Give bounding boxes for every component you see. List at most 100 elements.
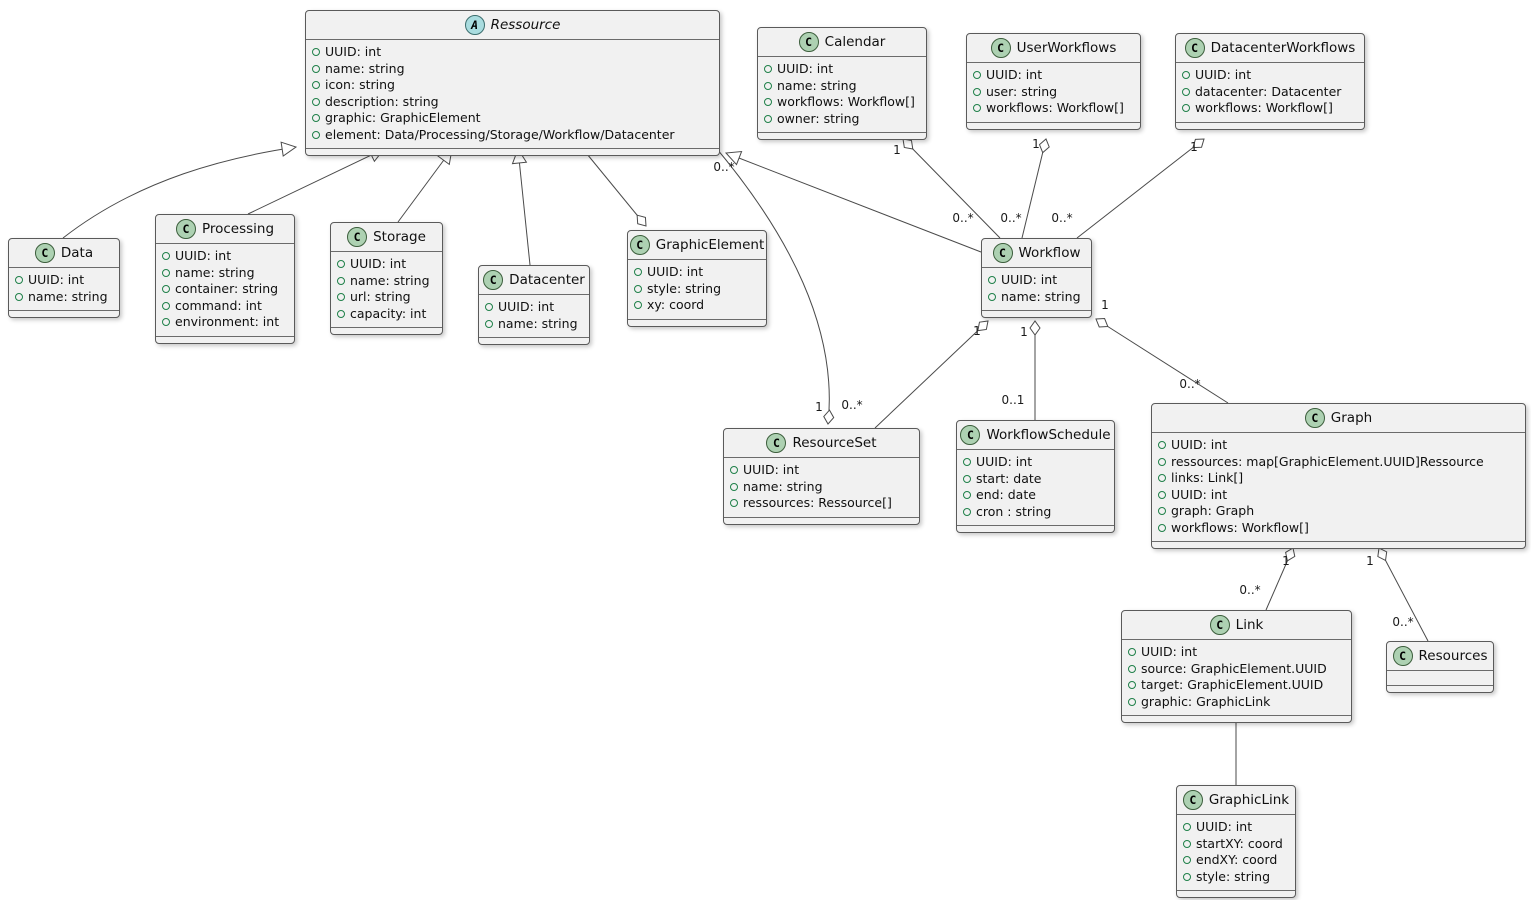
class-name: UserWorkflows: [1016, 40, 1117, 56]
workflow-resourceset-from-multiplicity: 1: [973, 324, 981, 338]
field-visibility-icon: [973, 104, 981, 113]
class-attribute: ressources: Ressource[]: [730, 495, 913, 512]
graph-link-from-multiplicity: 1: [1282, 554, 1290, 568]
field-visibility-icon: [963, 474, 971, 483]
attribute-text: graphic: GraphicLink: [1141, 693, 1271, 709]
field-visibility-icon: [312, 114, 320, 123]
methods-compartment: [479, 337, 589, 344]
attribute-text: style: string: [1196, 868, 1271, 884]
class-attribute: command: int: [162, 298, 288, 315]
methods-compartment: [156, 335, 294, 343]
attribute-text: name: string: [743, 478, 823, 494]
class-attribute: description: string: [312, 94, 713, 111]
class-icon: C: [798, 32, 819, 52]
class-name: Resources: [1418, 648, 1488, 664]
field-visibility-icon: [1183, 823, 1191, 832]
attribute-text: UUID: int: [986, 67, 1043, 82]
class-title: C Calendar: [758, 28, 926, 57]
field-visibility-icon: [973, 71, 981, 80]
field-visibility-icon: [312, 64, 320, 73]
attribute-text: name: string: [28, 288, 108, 304]
abstract-class-icon: A: [464, 15, 485, 35]
field-visibility-icon: [634, 301, 642, 310]
attribute-text: graph: Graph: [1171, 503, 1255, 518]
attribute-text: UUID: int: [1171, 486, 1228, 502]
field-visibility-icon: [1158, 523, 1166, 532]
attribute-text: UUID: int: [498, 299, 555, 314]
graph-link-to-multiplicity: 0..*: [1239, 583, 1261, 597]
class-attribute: capacity: int: [337, 306, 436, 323]
class-name: Calendar: [824, 34, 886, 50]
class-icon: C: [483, 270, 504, 290]
field-visibility-icon: [988, 292, 996, 301]
field-visibility-icon: [312, 81, 320, 90]
field-visibility-icon: [1158, 474, 1166, 483]
attribute-text: workflows: Workflow[]: [777, 94, 915, 109]
class-name: Datacenter: [509, 272, 585, 288]
class-attribute: ressources: map[GraphicElement.UUID]Ress…: [1158, 454, 1519, 471]
field-visibility-icon: [485, 319, 493, 328]
field-visibility-icon: [1128, 648, 1136, 657]
class-title: C Datacenter: [479, 266, 589, 295]
field-visibility-icon: [1182, 87, 1190, 96]
methods-compartment: [1387, 685, 1493, 692]
class-attribute: url: string: [337, 289, 436, 306]
graph-resources-from-multiplicity: 1: [1366, 554, 1374, 568]
class-attribute: datacenter: Datacenter: [1182, 84, 1358, 101]
class-attribute: name: string: [730, 479, 913, 496]
methods-compartment: [331, 327, 442, 334]
class-attribute: UUID: int: [973, 67, 1134, 84]
attribute-text: capacity: int: [350, 305, 427, 321]
class-title: C DatacenterWorkflows: [1176, 34, 1364, 63]
attribute-text: UUID: int: [777, 61, 834, 76]
methods-compartment: [628, 318, 766, 326]
class-resources[interactable]: C Resources: [1386, 641, 1494, 693]
class-icon: C: [629, 235, 650, 255]
aggregation-edge-resourceset-ressource: [711, 142, 835, 425]
datacenterworkflows-workflow-from-multiplicity: 1: [1190, 140, 1198, 154]
field-visibility-icon: [730, 482, 738, 491]
attribute-text: UUID: int: [175, 248, 232, 263]
field-visibility-icon: [764, 65, 772, 74]
attribute-text: UUID: int: [350, 256, 407, 271]
attribute-text: cron : string: [976, 503, 1052, 519]
field-visibility-icon: [337, 309, 345, 318]
class-name: GraphicLink: [1208, 792, 1290, 808]
attribute-text: xy: coord: [647, 297, 705, 312]
class-icon: C: [960, 425, 981, 445]
class-datacenterworkflows[interactable]: C DatacenterWorkflows UUID: int datacente…: [1175, 33, 1365, 130]
class-icon: C: [1209, 615, 1230, 635]
attribute-text: owner: string: [777, 110, 860, 126]
workflow-resourceset-to-multiplicity: 0..*: [841, 398, 863, 412]
attribute-text: UUID: int: [1195, 67, 1252, 82]
class-title: C GraphicLink: [1177, 786, 1295, 815]
attribute-text: container: string: [175, 281, 279, 296]
class-name: ResourceSet: [792, 435, 877, 451]
field-visibility-icon: [1128, 681, 1136, 690]
methods-compartment: [1122, 715, 1351, 722]
aggregation-edge-graphicelement-ressource: [577, 142, 647, 227]
class-attribute: environment: int: [162, 314, 288, 331]
userworkflows-workflow-from-multiplicity: 1: [1032, 137, 1040, 151]
attribute-text: UUID: int: [1196, 819, 1253, 834]
methods-compartment: [1177, 890, 1295, 897]
